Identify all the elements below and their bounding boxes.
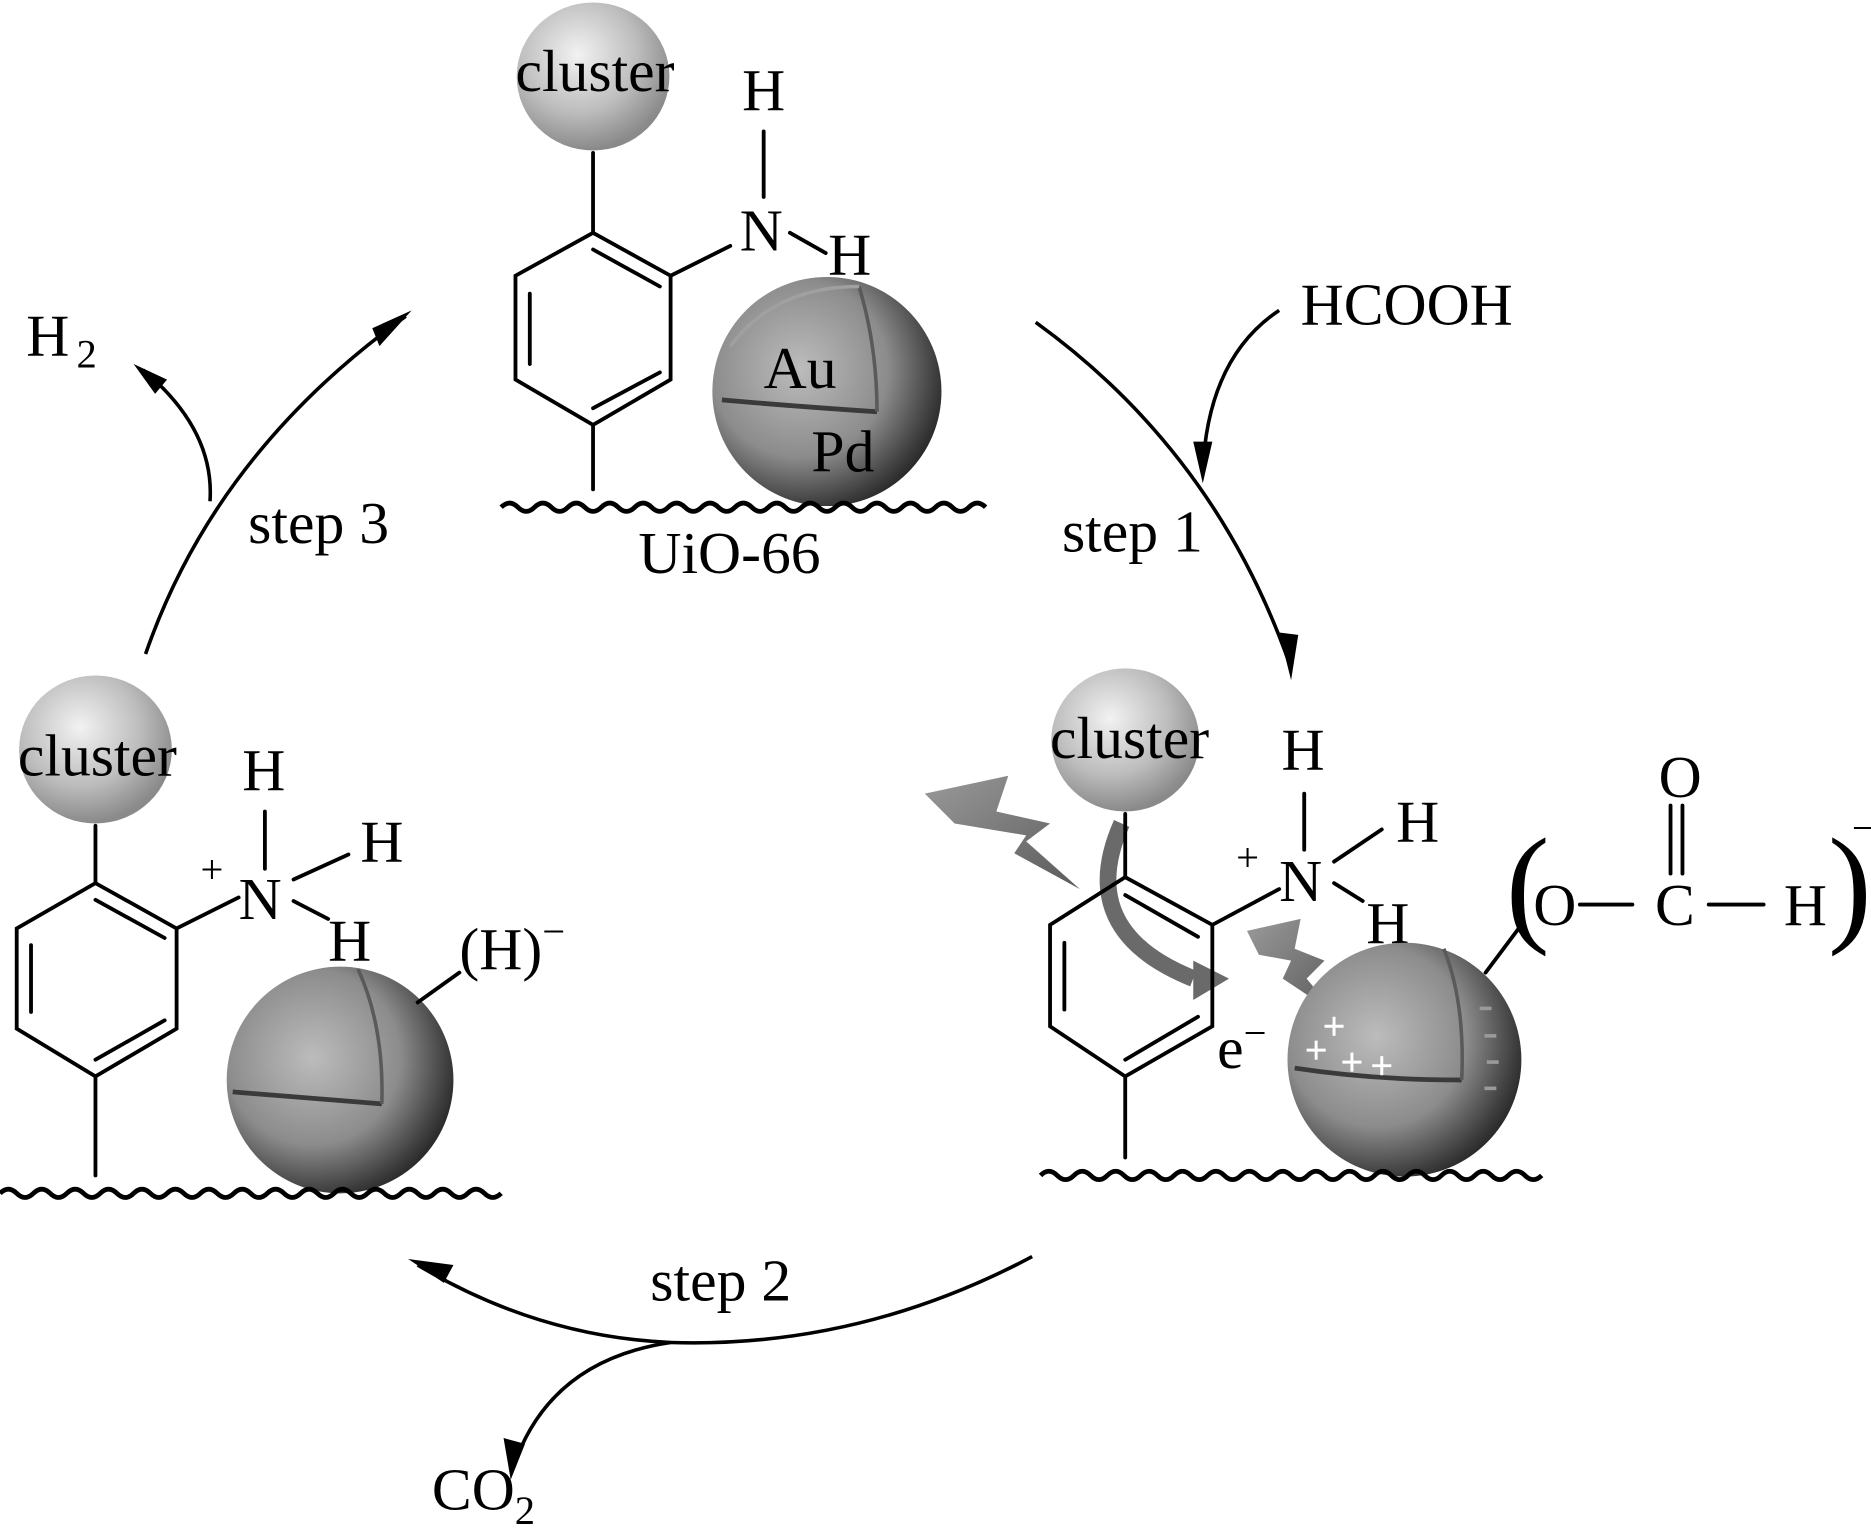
amine-h-top: H: [1282, 717, 1325, 783]
cluster-label: cluster: [18, 723, 177, 789]
aupd-nanoparticle: [226, 966, 454, 1194]
benzene-ring: [1048, 811, 1282, 1160]
electron-label: e−: [1217, 1011, 1266, 1081]
amine-h-top: H: [242, 737, 285, 803]
amine-h-top: H: [742, 57, 785, 123]
formate-close-paren: ): [1828, 812, 1871, 957]
positive-charges: [1306, 1016, 1392, 1076]
amine-h-right: H: [1396, 788, 1439, 854]
formate-open-paren: (: [1506, 812, 1550, 957]
uio66-support-line: [1038, 1168, 1544, 1183]
formate-charge: −: [1852, 805, 1871, 850]
benzene-ring: [14, 823, 241, 1178]
structure-top: cluster N H H Au Pd UiO-66: [499, 2, 988, 586]
formate-o-single: O: [1533, 872, 1576, 938]
formate-c: C: [1655, 872, 1695, 938]
cluster-sphere: [19, 675, 172, 824]
aupd-nanoparticle: [1287, 942, 1522, 1177]
ammonium-charge: +: [1236, 835, 1259, 880]
step-3-arrow: [133, 310, 412, 655]
amine-h-right: H: [360, 809, 403, 875]
hcooh-label: HCOOH: [1301, 272, 1513, 338]
step-2-label: step 2: [650, 1248, 791, 1314]
cluster-label: cluster: [515, 38, 674, 104]
cluster-label: cluster: [1050, 705, 1209, 771]
hydride-label: (H)−: [459, 909, 565, 982]
uio66-support-line: [0, 1186, 503, 1200]
formate-o-double: O: [1659, 744, 1702, 810]
au-core-label: Au: [764, 335, 837, 401]
step-1-arrow: [1034, 308, 1299, 681]
structure-right: cluster + N H H H e−: [924, 668, 1871, 1183]
light-bolt-icon: [924, 775, 1080, 890]
amine-n: N: [239, 866, 282, 932]
structure-left: cluster + N H H H (H)−: [0, 675, 565, 1200]
electron-transfer-arrow: [1099, 820, 1197, 987]
negative-charges: [1479, 1006, 1499, 1091]
benzene-ring: [513, 150, 733, 492]
uio66-support-line: [499, 500, 988, 514]
pd-shell-label: Pd: [811, 418, 874, 484]
amine-n: N: [1279, 848, 1322, 914]
amine-h-bottom: H: [328, 908, 371, 974]
step-1-label: step 1: [1062, 498, 1203, 564]
formate-h: H: [1784, 872, 1827, 938]
cluster-sphere: [516, 2, 670, 151]
amine-h-right: H: [828, 222, 871, 288]
ammonium-charge: +: [200, 847, 223, 892]
step-3-label: step 3: [248, 490, 389, 556]
co2-label: CO2: [432, 1457, 535, 1524]
aupd-nanoparticle: [712, 276, 942, 507]
amine-n: N: [740, 198, 783, 264]
cluster-sphere: [1051, 668, 1200, 812]
support-label: UiO-66: [638, 520, 820, 586]
